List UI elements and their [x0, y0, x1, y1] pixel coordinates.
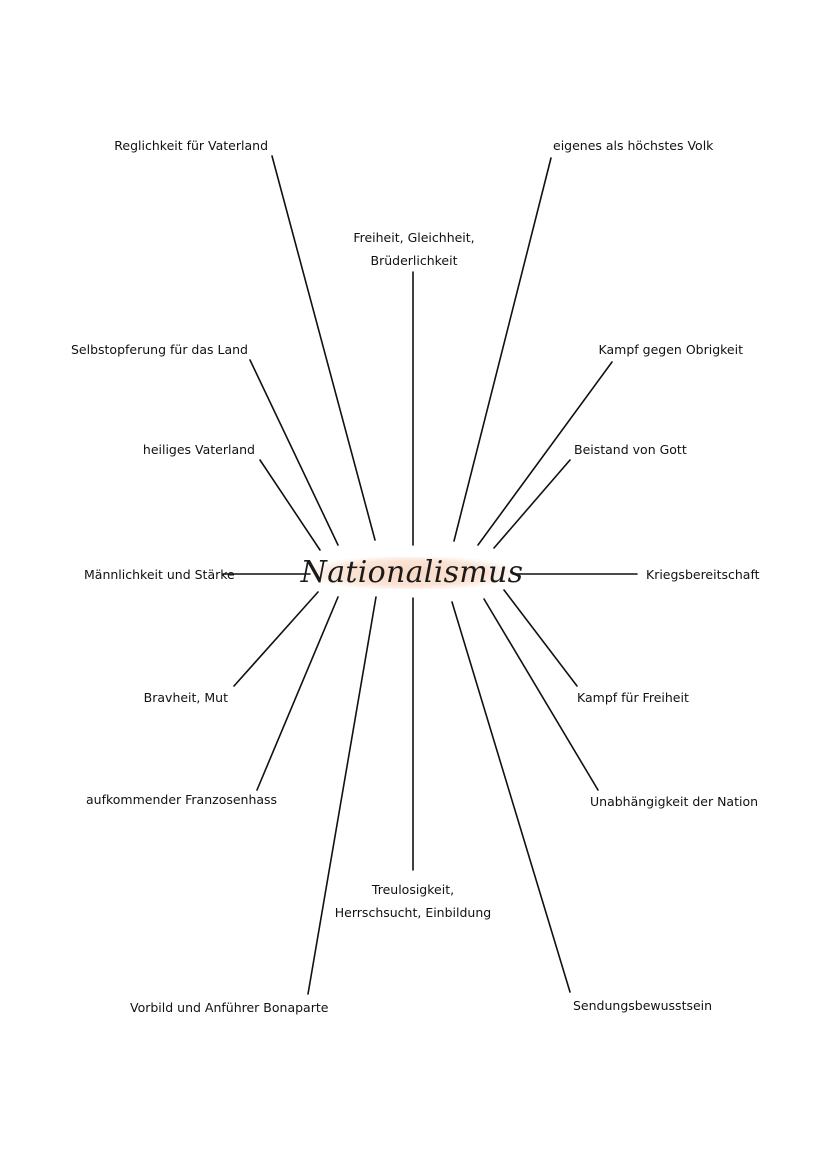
label-kampf-obrigkeit: Kampf gegen Obrigkeit — [598, 342, 743, 357]
connector-kampf-obrigkeit — [477, 361, 613, 546]
label-vorbild-bonaparte: Vorbild und Anführer Bonaparte — [130, 1000, 329, 1015]
label-maennlichkeit: Männlichkeit und Stärke — [84, 567, 235, 582]
connector-beistand-gott — [493, 459, 571, 549]
center-highlight — [314, 557, 510, 589]
label-kriegsbereitschaft: Kriegsbereitschaft — [646, 567, 760, 582]
connector-reglichkeit — [271, 155, 376, 541]
connector-sendungsbewusstsein — [451, 601, 571, 993]
connector-kampf-freiheit — [503, 589, 578, 687]
label-heiliges-vaterland: heiliges Vaterland — [142, 442, 255, 457]
connector-heiliges-vaterland — [259, 459, 321, 551]
connector-unabhaengigkeit — [483, 598, 599, 791]
connector-selbstopferung — [249, 359, 339, 546]
connector-franzosenhass — [256, 596, 339, 791]
connector-eigenes-volk — [453, 157, 552, 542]
connector-bravheit — [233, 591, 319, 687]
label-reglichkeit: Reglichkeit für Vaterland — [114, 138, 268, 153]
label-bravheit: Bravheit, Mut — [143, 690, 228, 705]
label-beistand-gott: Beistand von Gott — [574, 442, 687, 457]
label-selbstopferung: Selbstopferung für das Land — [70, 342, 248, 357]
connector-vorbild-bonaparte — [307, 596, 377, 995]
label-eigenes-volk: eigenes als höchstes Volk — [553, 138, 714, 153]
center-title: Nationalismus — [300, 555, 524, 590]
label-treulosigkeit: Treulosigkeit, Herrschsucht, Einbildung — [334, 882, 492, 920]
label-sendungsbewusstsein: Sendungsbewusstsein — [573, 998, 713, 1013]
label-unabhaengigkeit: Unabhängigkeit der Nation — [590, 794, 759, 809]
label-freiheit-gleichheit: Freiheit, Gleichheit, Brüderlichkeit — [353, 230, 475, 268]
label-kampf-freiheit: Kampf für Freiheit — [577, 690, 689, 705]
label-franzosenhass: aufkommender Franzosenhass — [86, 792, 278, 807]
